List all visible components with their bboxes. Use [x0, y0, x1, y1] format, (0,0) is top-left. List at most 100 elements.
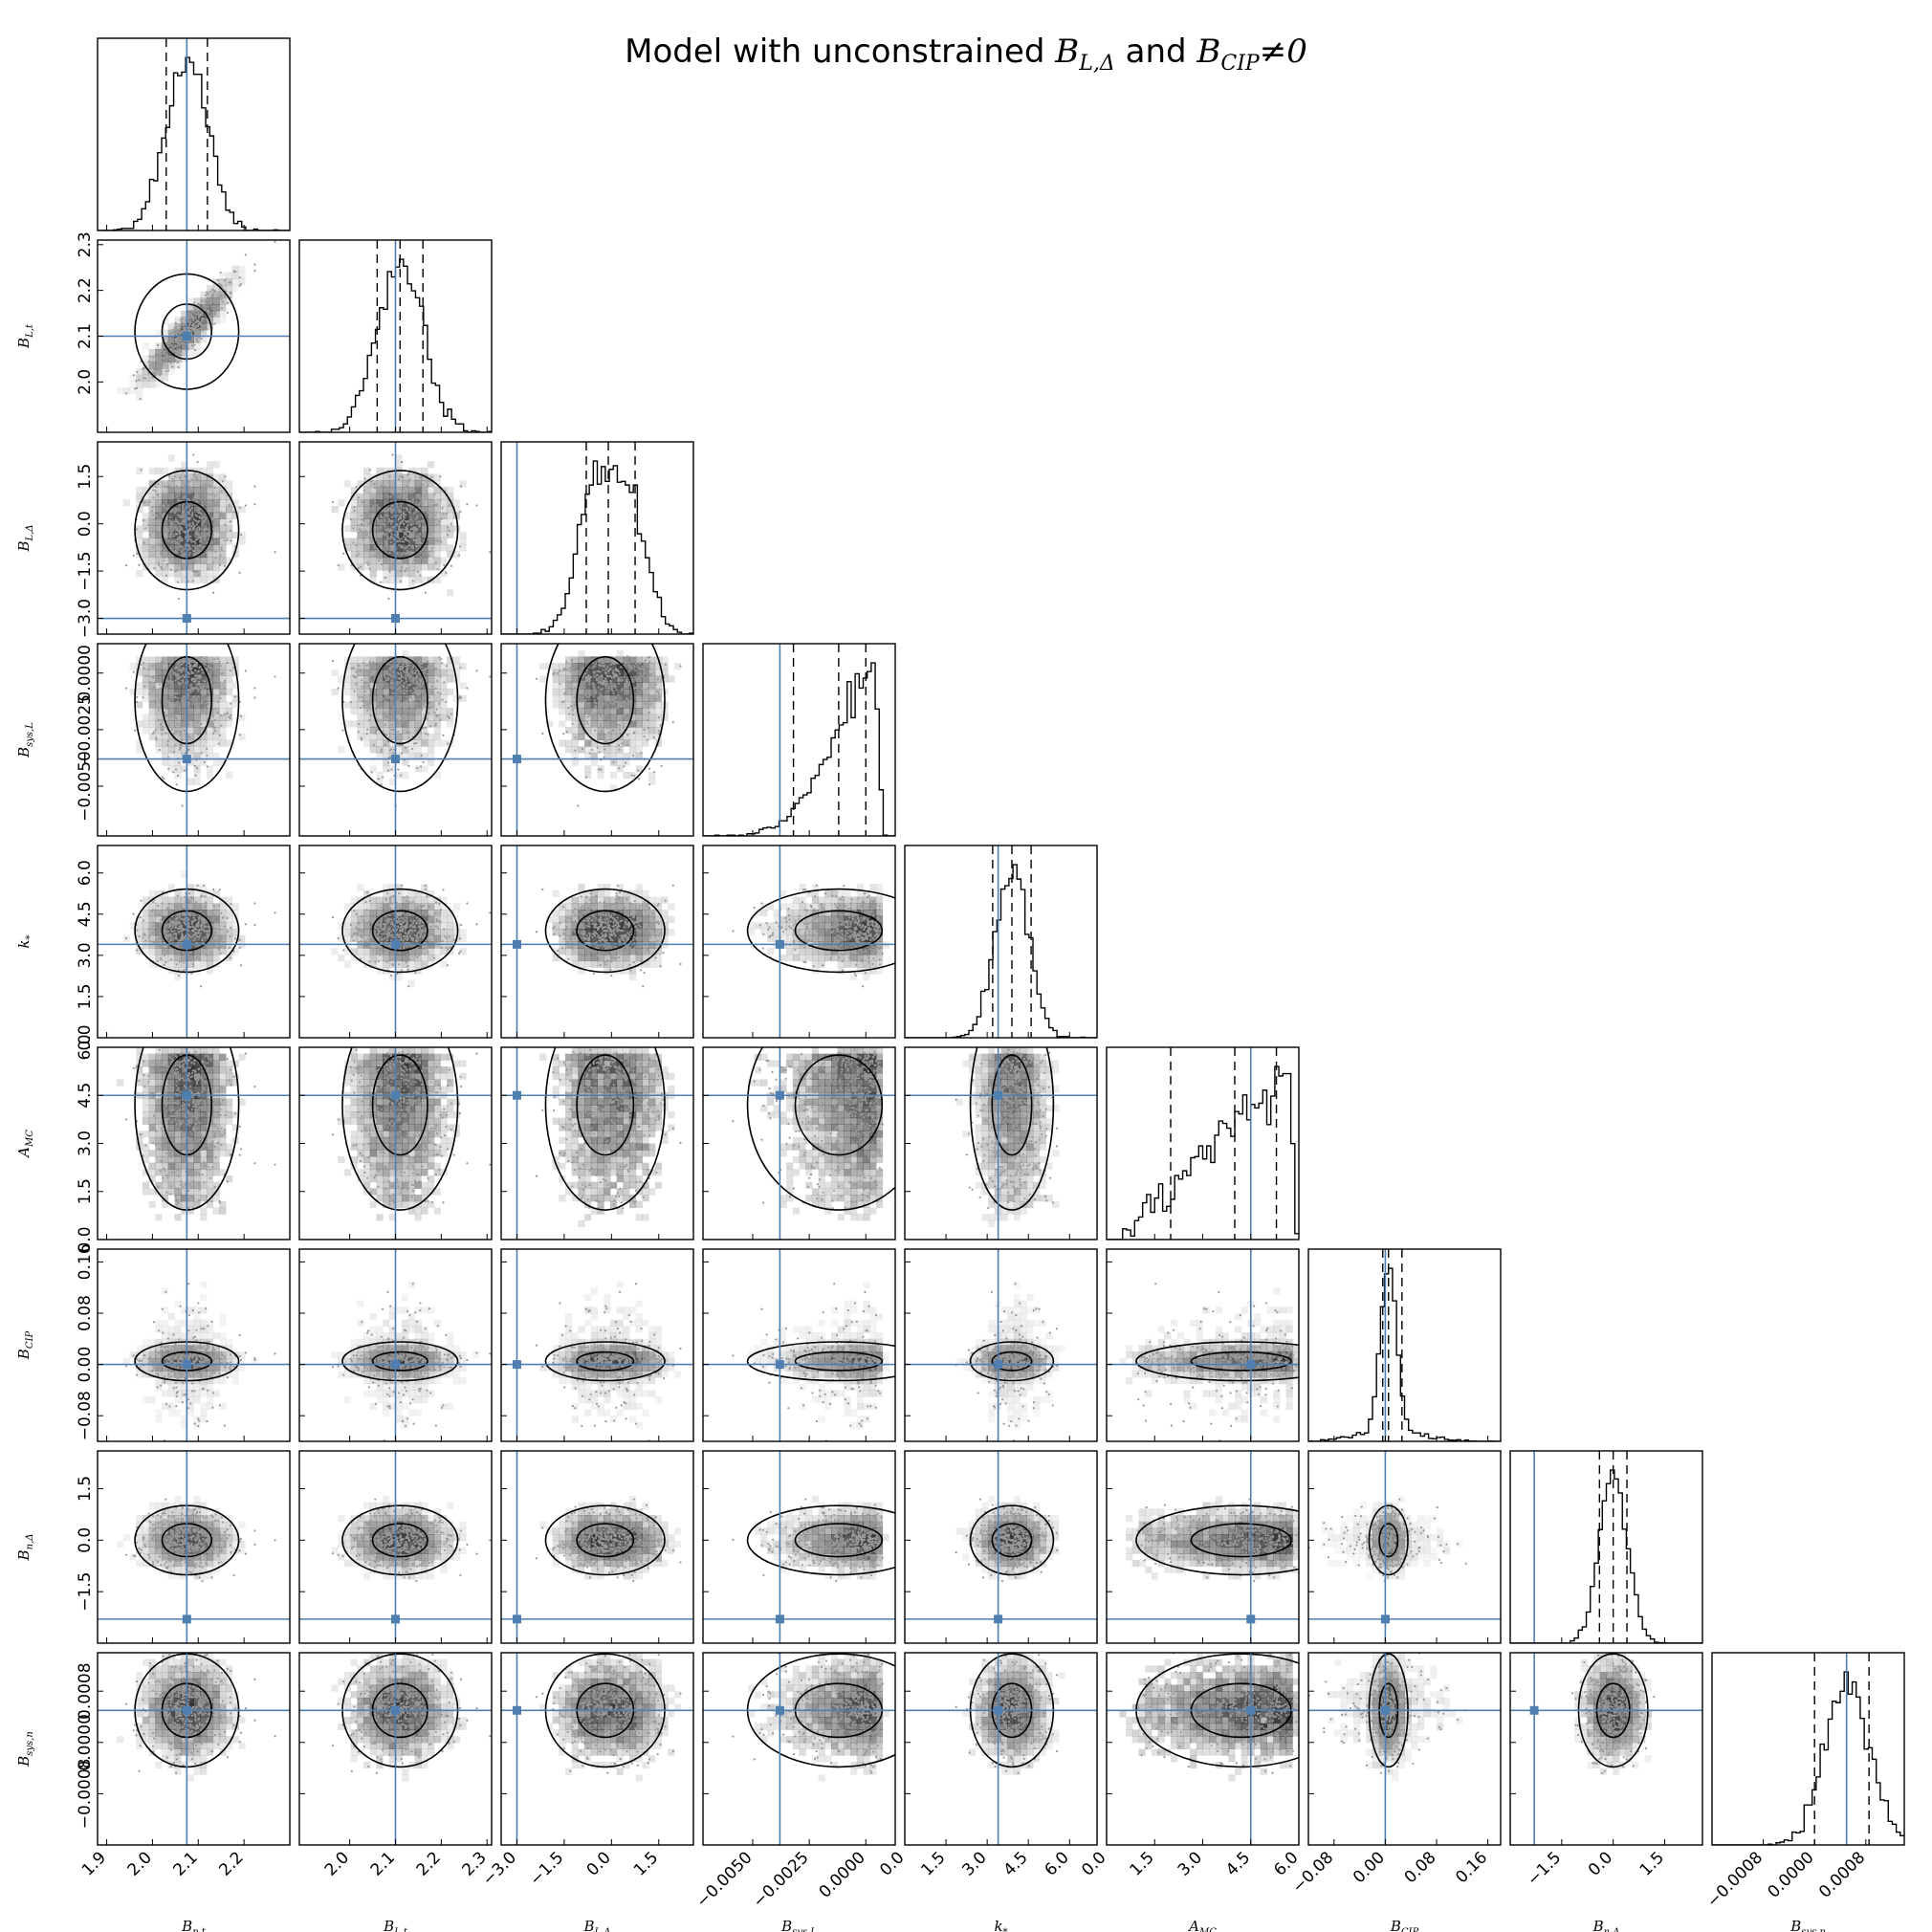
sample-point — [364, 530, 367, 533]
sample-point — [202, 561, 206, 565]
sample-point — [639, 661, 642, 665]
density-cell — [200, 701, 208, 709]
sample-point — [174, 507, 177, 510]
density-cell — [148, 701, 156, 709]
density-cell — [421, 701, 428, 709]
sample-point — [190, 540, 193, 543]
sample-point — [147, 668, 150, 671]
sample-point — [244, 253, 247, 256]
sample-point — [217, 742, 221, 745]
density-cell — [231, 694, 239, 702]
sample-point — [193, 343, 196, 346]
density-cell — [452, 656, 460, 664]
sample-point — [179, 544, 183, 547]
sample-point — [400, 530, 403, 533]
sample-point — [172, 751, 176, 754]
density-cell — [369, 727, 377, 735]
density-cell — [206, 765, 214, 773]
sample-point — [220, 938, 223, 941]
density-cell — [440, 493, 448, 500]
sample-point — [405, 529, 407, 532]
sample-point — [406, 530, 409, 533]
sample-point — [183, 702, 186, 706]
sample-point — [200, 493, 203, 495]
sample-point — [423, 671, 427, 674]
sample-point — [384, 693, 387, 697]
density-cell — [193, 493, 201, 500]
sample-point — [195, 331, 198, 334]
sample-point — [199, 538, 202, 542]
density-cell — [407, 733, 416, 740]
density-cell — [604, 746, 611, 754]
sample-point — [419, 574, 422, 577]
density-cell — [174, 922, 182, 930]
sample-point — [367, 512, 371, 516]
sample-point — [419, 673, 422, 676]
sample-point — [195, 674, 198, 677]
density-cell — [212, 752, 220, 760]
sample-point — [382, 481, 384, 484]
sample-point — [647, 665, 649, 669]
sample-point — [629, 703, 632, 706]
density-cell — [174, 974, 182, 981]
sample-point — [626, 743, 628, 747]
density-cell — [590, 714, 598, 721]
density-cell — [459, 663, 467, 670]
sample-point — [419, 681, 422, 685]
sample-point — [414, 671, 417, 674]
sample-point — [439, 475, 442, 478]
sample-point — [609, 663, 612, 666]
sample-point — [188, 684, 191, 687]
sample-point — [202, 329, 205, 332]
sample-point — [595, 707, 599, 711]
sample-point — [359, 706, 362, 710]
sample-point — [389, 701, 393, 704]
density-cell — [167, 550, 175, 559]
sample-point — [377, 494, 380, 498]
density-cell — [162, 317, 169, 324]
sample-point — [634, 678, 638, 681]
density-cell — [376, 480, 384, 488]
sample-point — [170, 682, 173, 685]
density-cell — [231, 284, 239, 293]
sample-point — [418, 533, 422, 536]
density-cell — [395, 563, 403, 571]
sample-point — [401, 730, 404, 733]
density-cell — [383, 525, 390, 533]
sample-point — [229, 529, 231, 532]
sample-point — [619, 703, 622, 706]
sample-point — [200, 503, 203, 507]
sample-point — [173, 696, 177, 699]
sample-point — [398, 524, 401, 528]
sample-point — [379, 557, 383, 560]
sample-point — [174, 542, 177, 545]
density-cell — [565, 682, 573, 690]
sample-point — [632, 732, 635, 735]
sample-point — [171, 562, 174, 565]
density-cell — [148, 531, 156, 538]
density-cell — [338, 675, 345, 683]
sample-point — [406, 715, 409, 718]
density-cell — [142, 342, 150, 350]
sample-point — [192, 338, 195, 340]
sample-point — [403, 689, 406, 692]
sample-point — [626, 717, 629, 720]
density-cell — [181, 506, 188, 514]
sample-point — [158, 506, 161, 509]
sample-point — [190, 560, 193, 563]
sample-point — [648, 697, 651, 701]
density-cell — [162, 663, 169, 670]
sample-point — [369, 523, 372, 526]
density-cell — [369, 576, 377, 583]
sample-point — [187, 675, 189, 678]
density-cell — [148, 493, 156, 500]
sample-point — [135, 700, 139, 704]
density-cell — [433, 656, 441, 664]
sample-point — [429, 498, 432, 501]
density-cell — [433, 525, 441, 533]
density-cell — [428, 701, 435, 709]
density-cell — [181, 342, 188, 350]
sample-point — [612, 702, 615, 705]
sample-point — [209, 485, 212, 488]
sample-point — [190, 478, 193, 481]
